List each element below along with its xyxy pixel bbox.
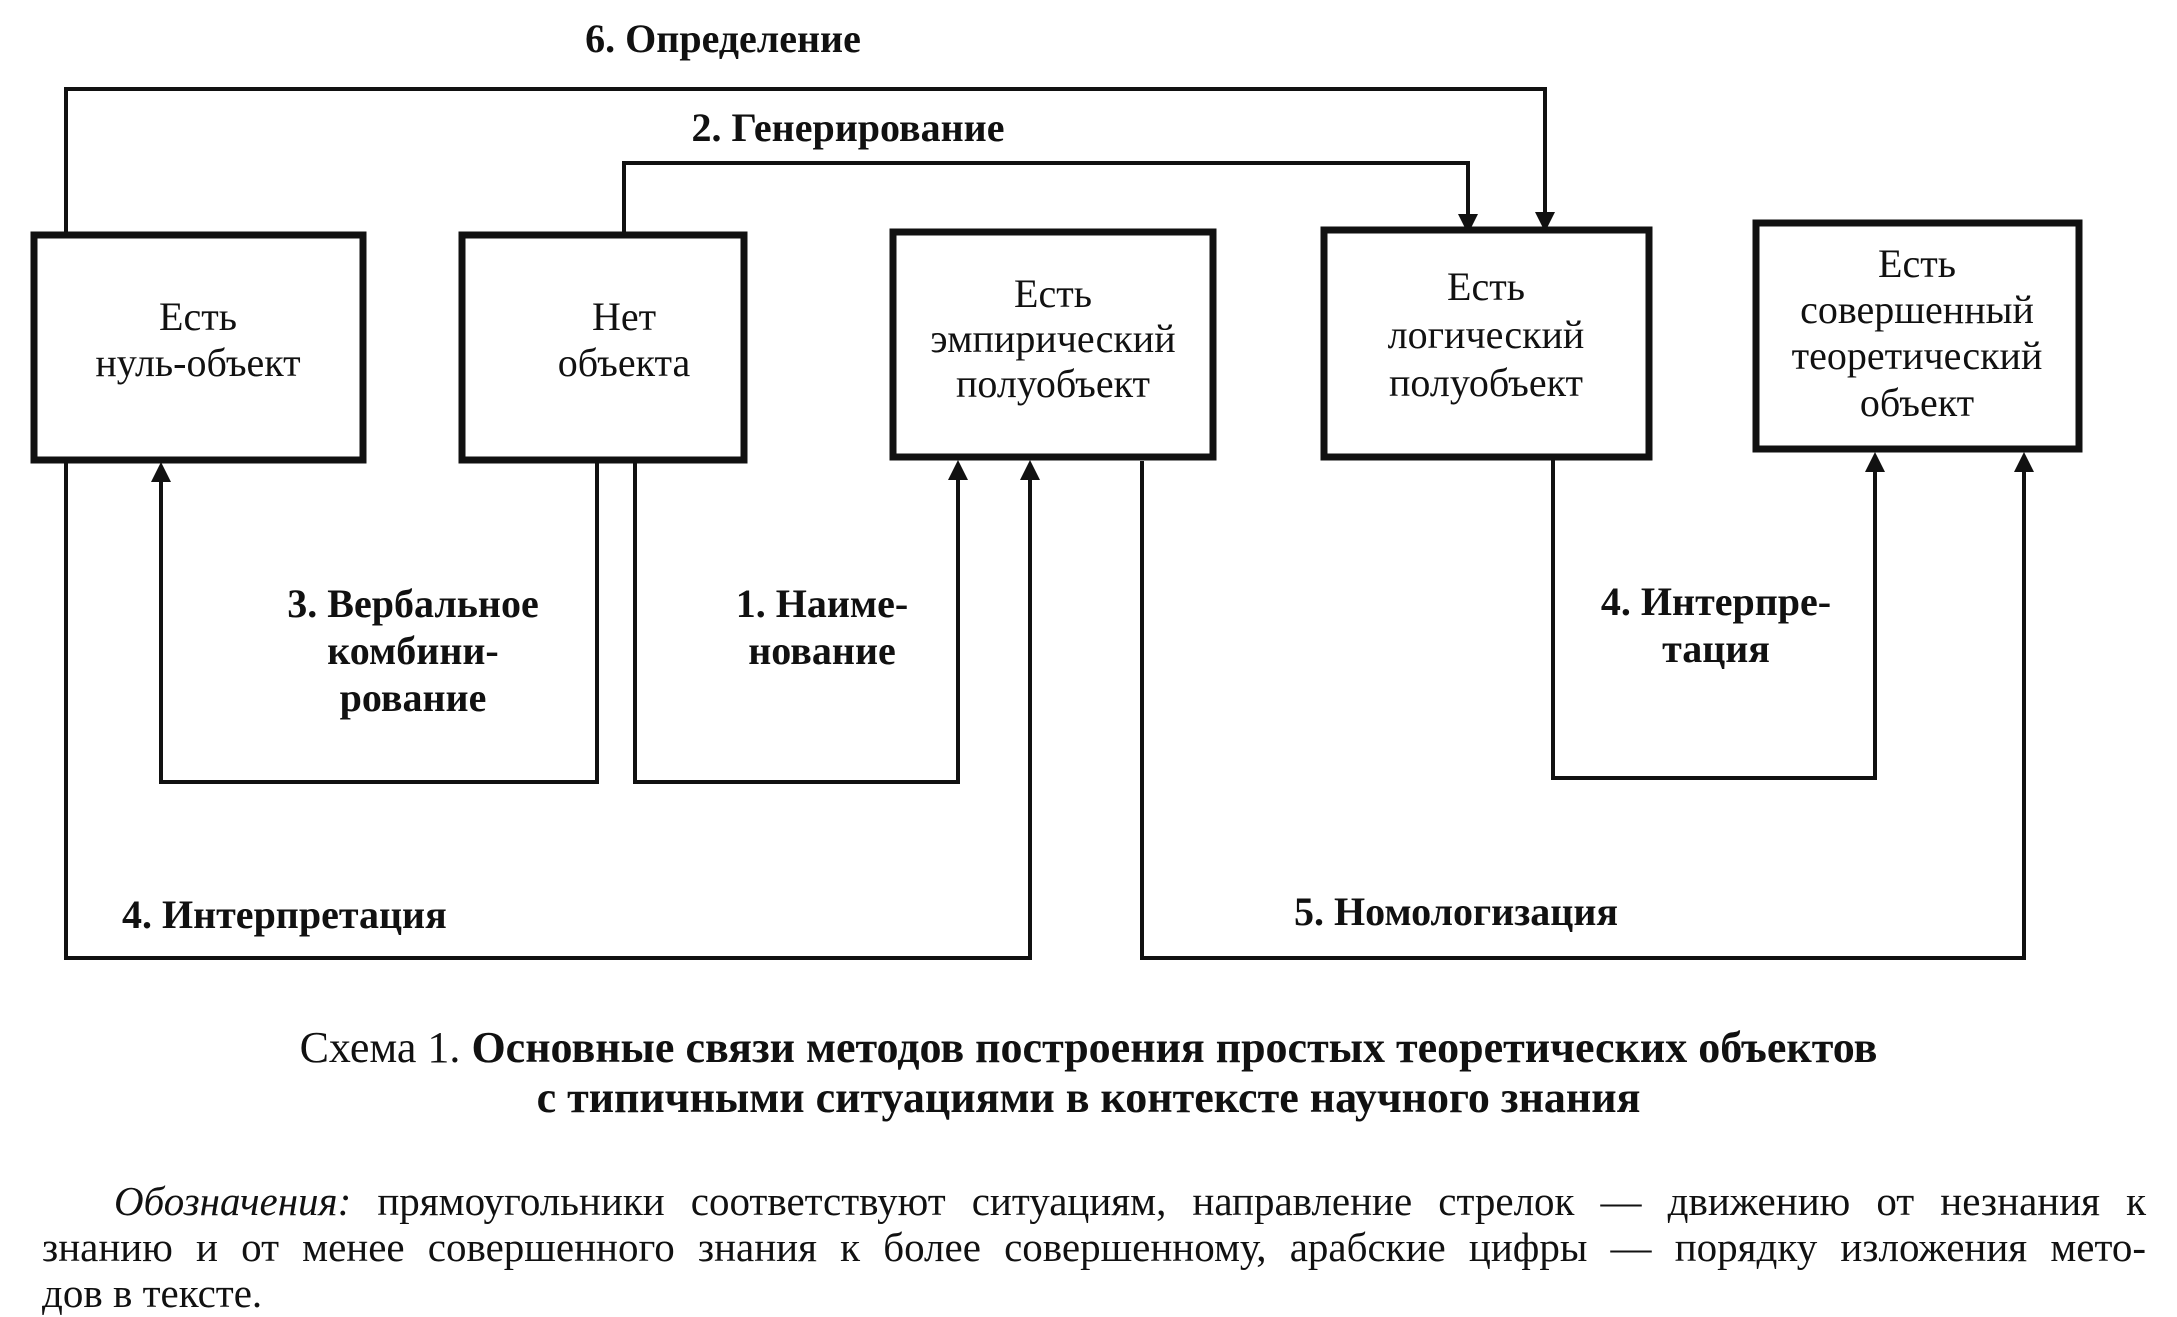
box-logical-line-1: Есть — [1447, 264, 1525, 309]
box-empirical-line-2: эмпирический — [930, 316, 1175, 361]
label-interpretation-bottom: 4. Интерпретация — [122, 892, 447, 937]
label-verbal-line-1: 3. Вербальное — [287, 581, 538, 626]
box-empirical-semi-object: Есть эмпирический полуобъект — [889, 228, 1217, 461]
connector-generation — [622, 161, 1478, 234]
box-no-object: Нет объекта — [458, 231, 748, 464]
legend-line-1: Обозначения: прямоугольники соответствую… — [42, 1178, 2146, 1224]
arrowhead-definition — [1535, 212, 1555, 232]
box-null-object: Есть нуль-объект — [30, 231, 367, 464]
arrowhead-interpretation-right — [1865, 452, 1885, 472]
arrowhead-nomologization — [2014, 452, 2034, 472]
arrowhead-generation — [1458, 214, 1478, 234]
label-naming-line-2: нование — [748, 628, 896, 673]
connector-naming — [633, 460, 968, 784]
label-naming-line-1: 1. Наиме- — [736, 581, 908, 626]
box-theoretical-line-1: Есть — [1878, 241, 1956, 286]
legend-line-2: знанию и от менее совершенного знания к … — [42, 1224, 2146, 1270]
arrowhead-naming — [948, 460, 968, 480]
label-verbal-line-2: комбини- — [327, 628, 498, 673]
label-verbal-line-3: рование — [340, 675, 487, 720]
box-logical-semi-object: Есть логический полуобъект — [1320, 226, 1653, 461]
box-null-object-line-2: нуль-объект — [95, 340, 300, 385]
connector-verbal-combination — [151, 461, 599, 784]
box-no-object-line-1: Нет — [592, 294, 656, 339]
box-theoretical-line-3: теоретический — [1792, 333, 2043, 378]
label-definition: 6. Определение — [585, 16, 861, 61]
label-nomologization: 5. Номологизация — [1294, 889, 1618, 934]
caption-line-1: Схема 1. Основные связи методов построен… — [0, 1023, 2177, 1073]
box-theoretical-line-2: совершенный — [1800, 287, 2034, 332]
arrowhead-interpretation-bottom — [1020, 460, 1040, 480]
connector-definition — [64, 87, 1555, 232]
caption-title-part-1: Основные связи методов построения просты… — [471, 1023, 1878, 1072]
legend-text-1: прямоугольники соответствуют ситуациям, … — [351, 1178, 2146, 1224]
caption-prefix: Схема 1. — [299, 1023, 472, 1072]
caption-line-2: с типичными ситуациями в контексте научн… — [536, 1073, 1641, 1122]
box-null-object-line-1: Есть — [159, 294, 237, 339]
connector-interpretation-bottom — [64, 460, 1040, 960]
legend-label: Обозначения: — [114, 1178, 352, 1224]
box-empirical-line-3: полуобъект — [956, 361, 1150, 406]
connector-nomologization — [1140, 452, 2034, 960]
box-theoretical-object: Есть совершенный теоретический объект — [1752, 219, 2083, 453]
connector-interpretation-right — [1551, 452, 1885, 780]
label-interpretation-right-line-2: тация — [1662, 626, 1770, 671]
box-logical-line-3: полуобъект — [1389, 360, 1583, 405]
box-logical-line-2: логический — [1388, 312, 1585, 357]
figure-caption: Схема 1. Основные связи методов построен… — [0, 1023, 2177, 1123]
arrowhead-verbal — [151, 462, 171, 482]
label-generation: 2. Генерирование — [692, 105, 1005, 150]
box-no-object-line-2: объекта — [558, 340, 691, 385]
label-interpretation-right-line-1: 4. Интерпре- — [1601, 579, 1831, 624]
box-empirical-line-1: Есть — [1014, 271, 1092, 316]
box-theoretical-line-4: объект — [1860, 380, 1974, 425]
legend-line-3: дов в тексте. — [42, 1270, 263, 1316]
legend-note: Обозначения: прямоугольники соответствую… — [42, 1178, 2146, 1316]
